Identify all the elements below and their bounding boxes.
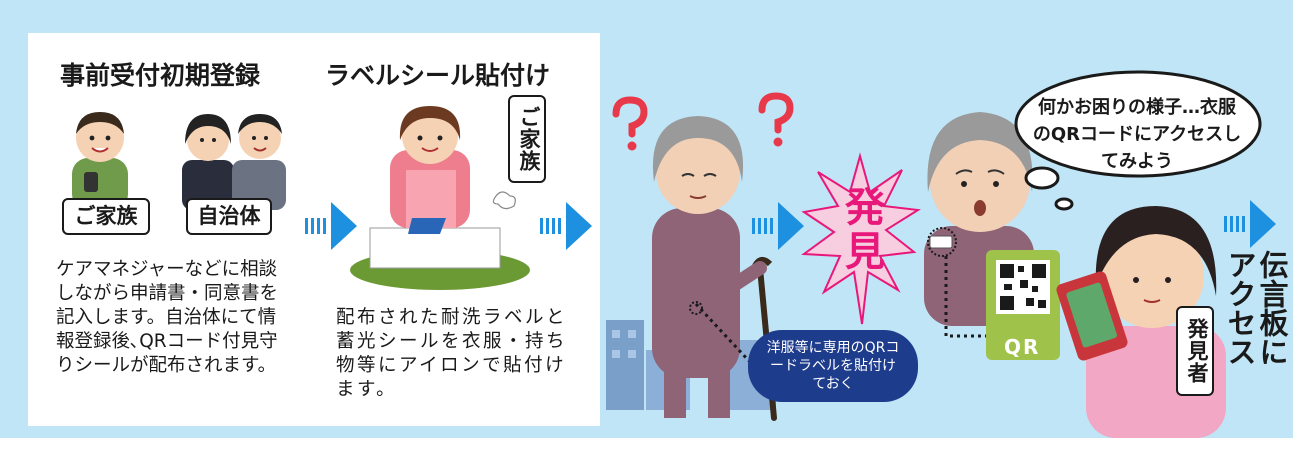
municipality-tag: 自治体 <box>186 198 272 235</box>
label-callout: 洋服等に専用のQRコードラベルを貼付けておく <box>748 330 918 402</box>
elderly-woman-illustration <box>652 116 777 421</box>
step2-title: ラベルシール貼付け <box>325 61 551 90</box>
step2-description: 配布された耐洗ラベルと蓄光シールを衣服・持ち物等にアイロンで貼付けます。 <box>336 307 568 400</box>
qr-label: QR <box>1004 335 1041 359</box>
flow-arrow-1 <box>305 202 357 250</box>
qr-code-card <box>986 250 1060 360</box>
question-mark-icon <box>612 96 648 151</box>
message-board-access-label: 伝言板にアクセス <box>1223 250 1289 366</box>
finder-woman-illustration <box>1056 206 1226 438</box>
thought-bubble <box>1014 70 1262 178</box>
step1-description: ケアマネジャーなどに相談しながら申請書・同意書を記入します。自治体にて情報登録後… <box>56 259 279 376</box>
qr-leader-line <box>944 256 1002 338</box>
discovery-burst <box>801 152 921 325</box>
bottom-strip <box>0 438 1293 453</box>
flow-arrow-2 <box>540 202 592 250</box>
family-person-illustration <box>72 112 128 210</box>
municipal-staff-illustration <box>182 114 286 210</box>
finder-tag: 発見者 <box>1176 306 1214 396</box>
question-mark-icon-2 <box>758 92 794 147</box>
flow-arrow-4 <box>1224 200 1276 248</box>
thought-dots <box>1024 166 1074 211</box>
ironing-woman-illustration <box>350 106 530 290</box>
family-tag: ご家族 <box>62 198 150 235</box>
family-tag-vertical: ご家族 <box>508 95 546 183</box>
step1-title: 事前受付初期登録 <box>60 61 261 90</box>
flow-arrow-3 <box>752 202 804 250</box>
thought-text: 何かお困りの様子…衣服のQRコードにアクセスしてみよう <box>1032 97 1242 172</box>
discovery-label: 発見 <box>838 186 884 274</box>
label-callout-text: 洋服等に専用のQRコードラベルを貼付けておく <box>766 340 900 392</box>
